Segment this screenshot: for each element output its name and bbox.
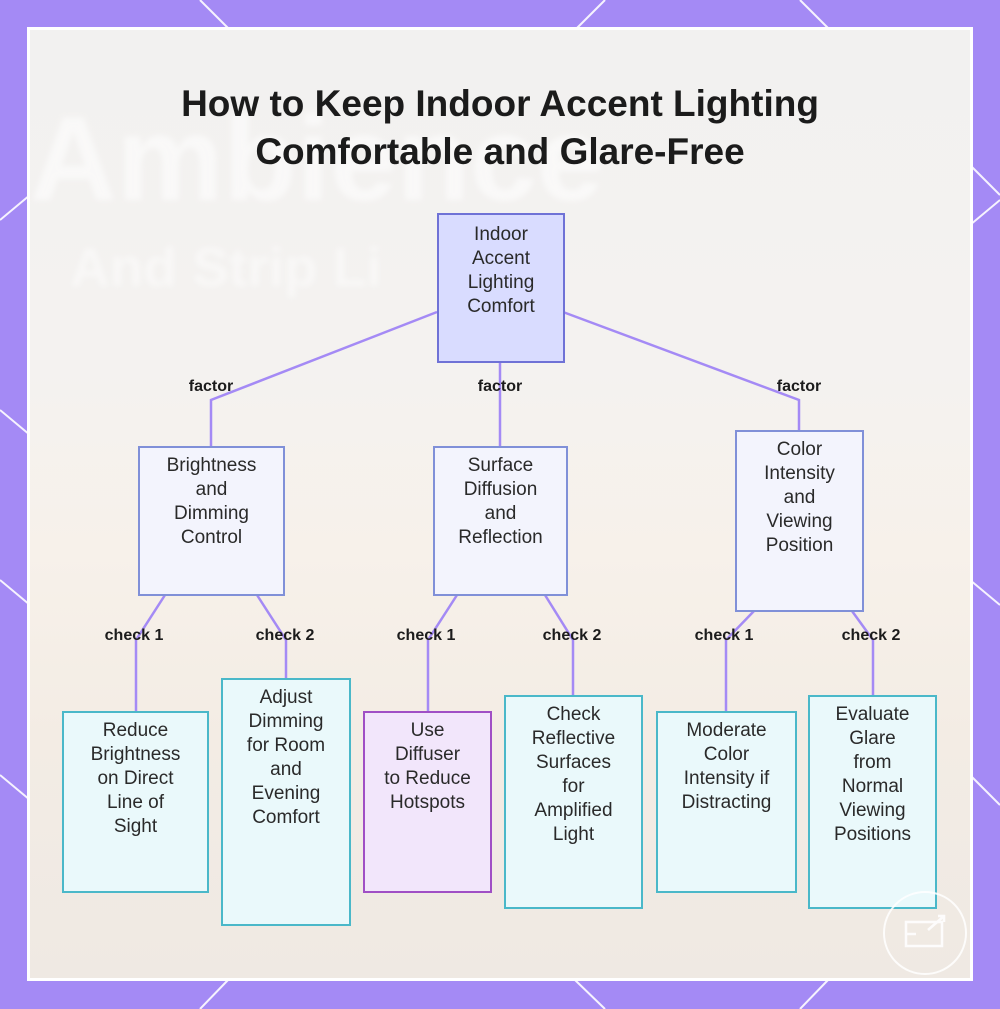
check-node-highlighted: Use Diffuser to Reduce Hotspots <box>363 711 492 893</box>
edge-label-check: check 2 <box>841 627 901 644</box>
page-title: How to Keep Indoor Accent Lighting Comfo… <box>30 80 970 176</box>
factor-node-surface: Surface Diffusion and Reflection <box>433 446 568 596</box>
check-node-label: Reduce Brightness on Direct Line of Sigh… <box>90 720 181 837</box>
check-node-label: Evaluate Glare from Normal Viewing Posit… <box>833 704 912 845</box>
title-line-1: How to Keep Indoor Accent Lighting <box>181 83 819 124</box>
check-node: Evaluate Glare from Normal Viewing Posit… <box>808 695 937 909</box>
check-node-label: Moderate Color Intensity if Distracting <box>681 720 772 813</box>
edge-label-factor-1: factor <box>188 378 234 395</box>
check-node: Adjust Dimming for Room and Evening Comf… <box>221 678 351 926</box>
edge-label-factor-2: factor <box>477 378 523 395</box>
factor-node-color: Color Intensity and Viewing Position <box>735 430 864 612</box>
check-node-label: Use Diffuser to Reduce Hotspots <box>384 720 471 813</box>
edge-label-check: check 1 <box>396 627 456 644</box>
factor-node-brightness: Brightness and Dimming Control <box>138 446 285 596</box>
check-node-label: Adjust Dimming for Room and Evening Comf… <box>246 687 326 828</box>
presentation-board-icon <box>883 891 967 975</box>
factor-node-label: Surface Diffusion and Reflection <box>458 455 543 548</box>
edge-label-check: check 1 <box>694 627 754 644</box>
check-node: Check Reflective Surfaces for Amplified … <box>504 695 643 909</box>
background-ghost-text: Ambience <box>30 92 604 226</box>
factor-node-label: Brightness and Dimming Control <box>166 455 257 548</box>
check-node: Moderate Color Intensity if Distracting <box>656 711 797 893</box>
check-node-label: Check Reflective Surfaces for Amplified … <box>531 704 616 845</box>
edge-label-check: check 2 <box>542 627 602 644</box>
check-node: Reduce Brightness on Direct Line of Sigh… <box>62 711 209 893</box>
edge-label-check: check 1 <box>104 627 164 644</box>
title-line-2: Comfortable and Glare-Free <box>255 131 745 172</box>
factor-node-label: Color Intensity and Viewing Position <box>764 439 835 556</box>
root-node: Indoor Accent Lighting Comfort <box>437 213 565 363</box>
edge-label-factor-3: factor <box>776 378 822 395</box>
background-ghost-text-2: And Strip Li <box>70 236 382 298</box>
edge-label-check: check 2 <box>255 627 315 644</box>
root-node-label: Indoor Accent Lighting Comfort <box>467 224 535 317</box>
